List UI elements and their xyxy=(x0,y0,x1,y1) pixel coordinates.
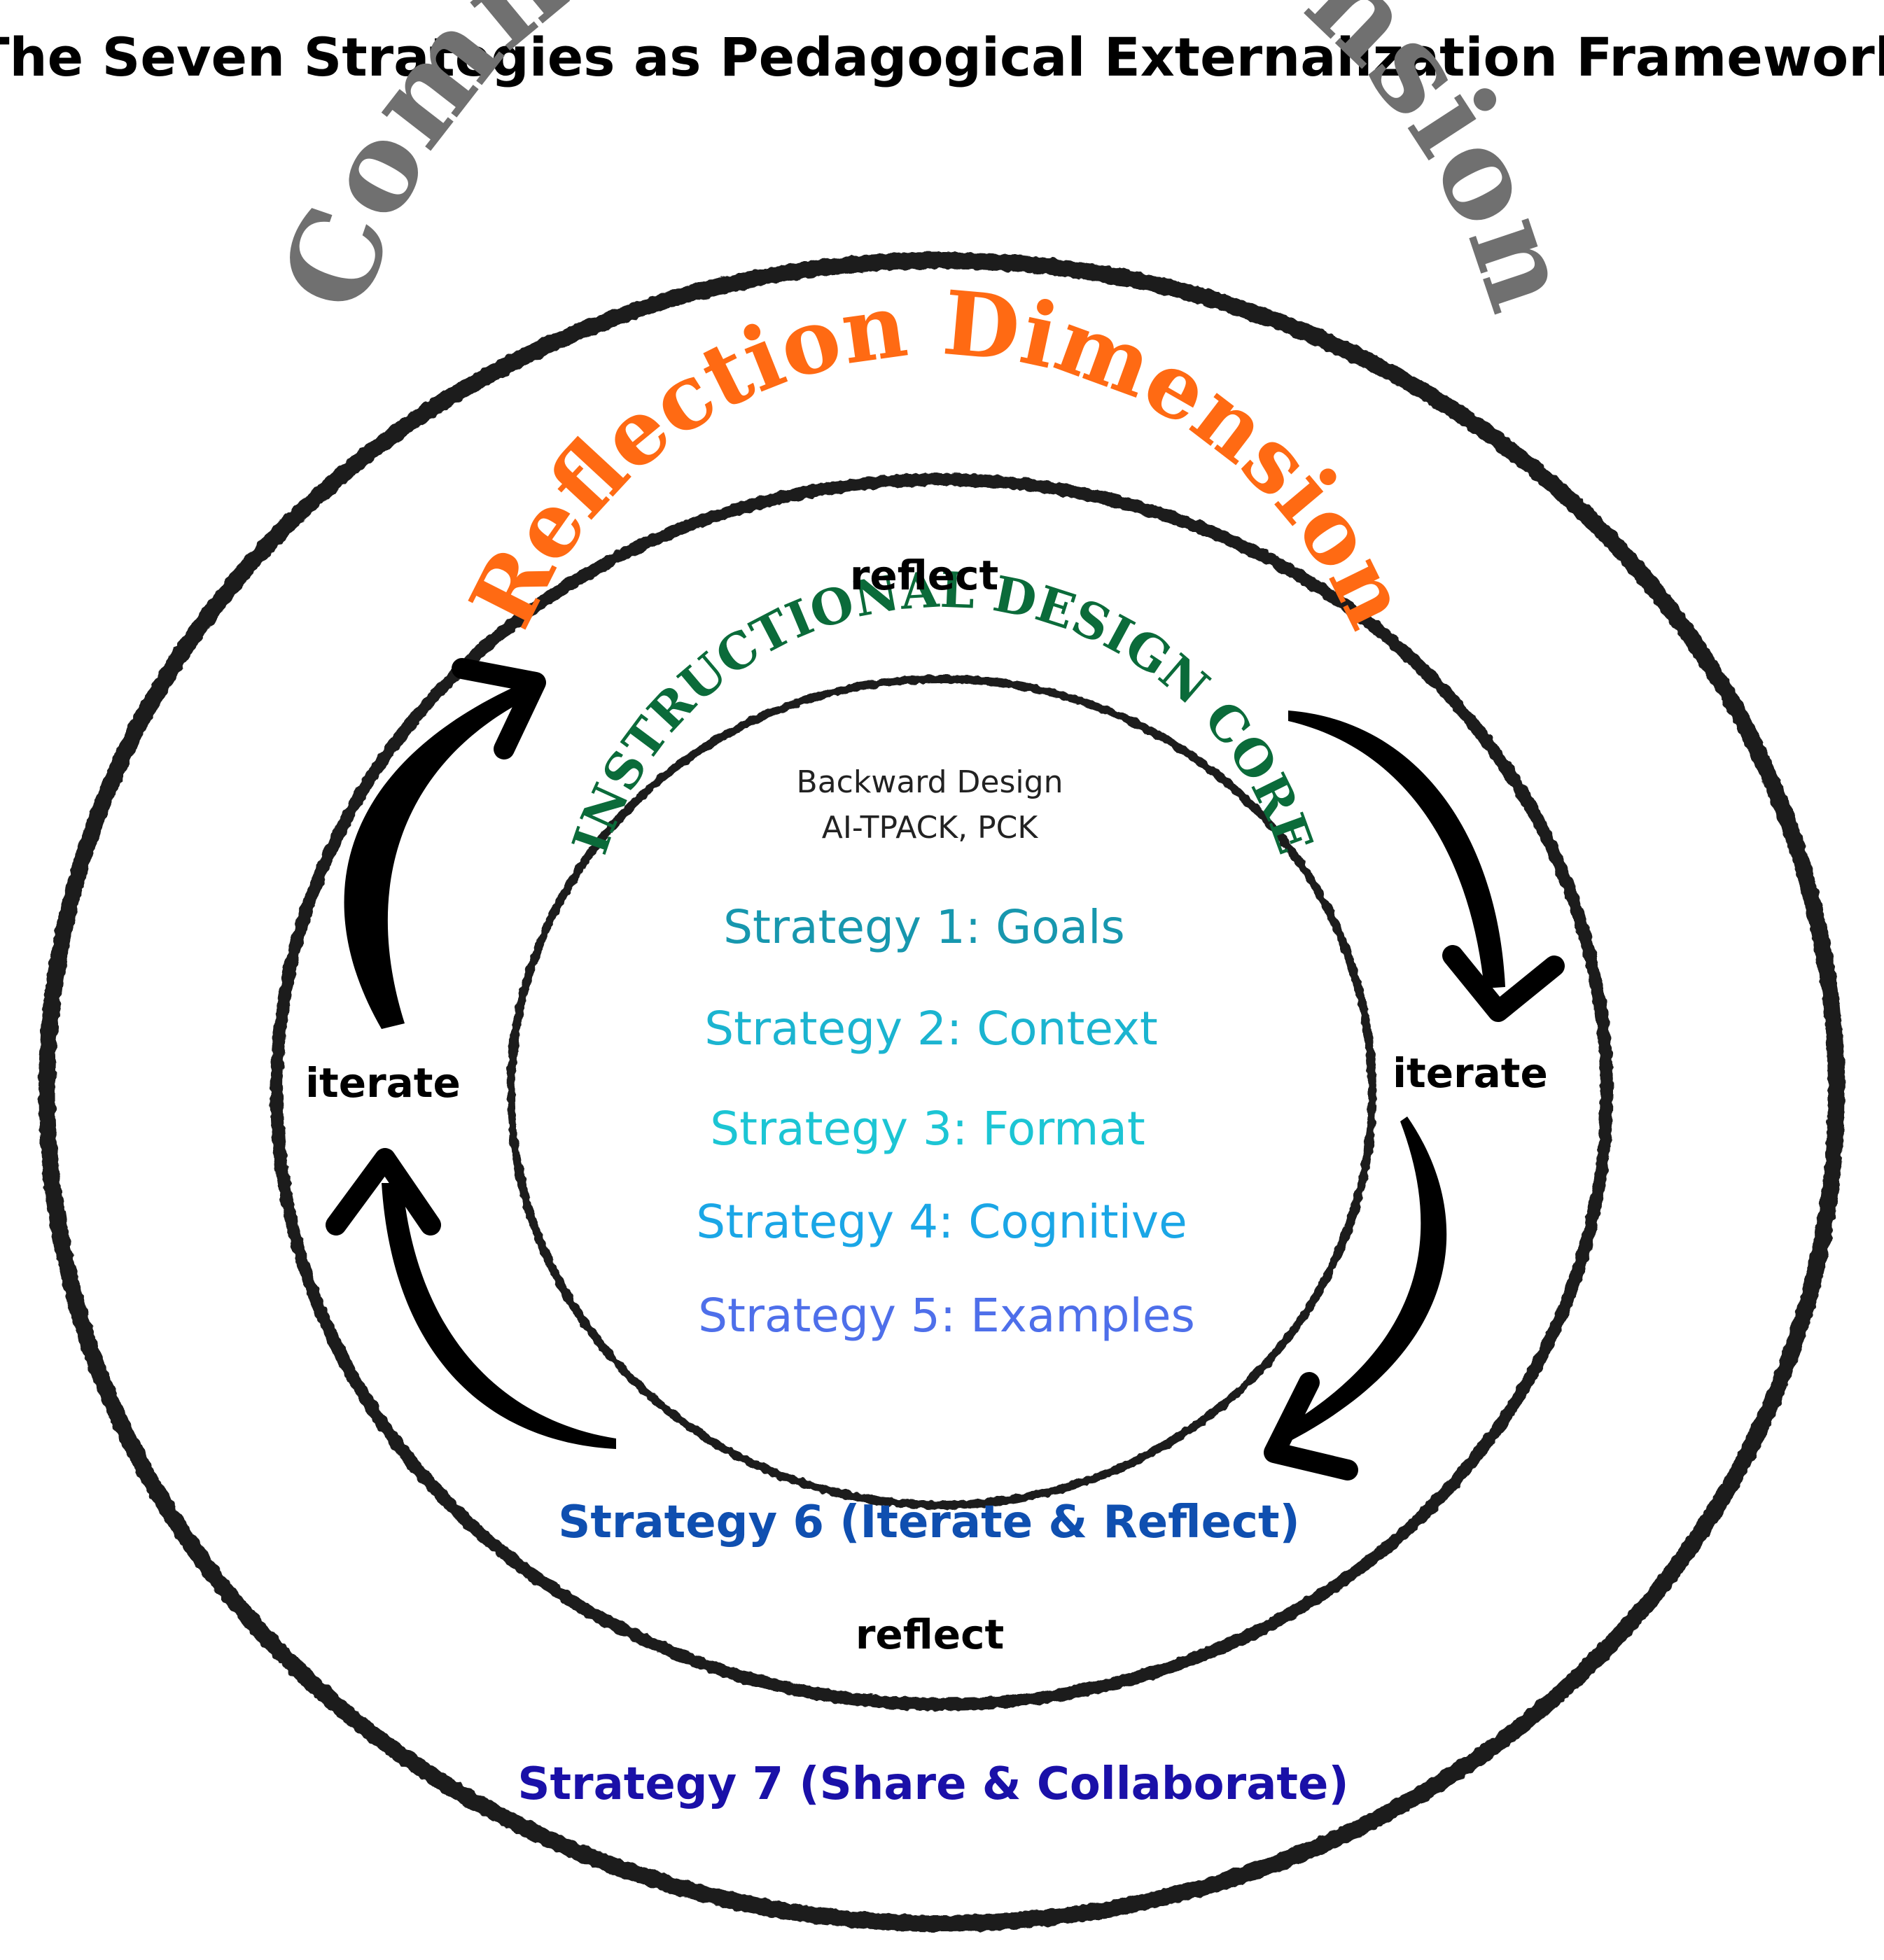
reflect-label-bottom: reflect xyxy=(856,1611,1004,1658)
iterate-label-right: iterate xyxy=(1393,1049,1548,1097)
core-ring xyxy=(507,675,1376,1509)
arrow-lower-right xyxy=(1264,1116,1447,1480)
reflect-label-top: reflect xyxy=(850,552,998,599)
strategy-3-label: Strategy 3: Format xyxy=(710,1102,1145,1156)
arrow-lower-left xyxy=(326,1148,616,1449)
strategy-4-label: Strategy 4: Cognitive xyxy=(696,1195,1187,1249)
cycle-arrows xyxy=(326,658,1565,1480)
strategy-2-label: Strategy 2: Context xyxy=(704,1002,1158,1056)
strategy-5-label: Strategy 5: Examples xyxy=(698,1289,1195,1343)
strategy-1-label: Strategy 1: Goals xyxy=(723,900,1125,954)
strategy-7-label: Strategy 7 (Share & Collaborate) xyxy=(517,1758,1348,1810)
reflection-ring xyxy=(270,473,1613,1711)
iterate-label-left: iterate xyxy=(305,1059,461,1107)
strategy-6-label: Strategy 6 (Iterate & Reflect) xyxy=(558,1497,1300,1548)
arrow-upper-left xyxy=(344,658,546,1029)
rings xyxy=(39,252,1845,1932)
core-framework-line-2: AI-TPACK, PCK xyxy=(822,810,1039,846)
core-framework-line-1: Backward Design xyxy=(797,764,1063,800)
community-ring xyxy=(39,252,1845,1932)
arrow-upper-right xyxy=(1288,710,1565,1022)
page-title: The Seven Strategies as Pedagogical Exte… xyxy=(0,26,1884,88)
